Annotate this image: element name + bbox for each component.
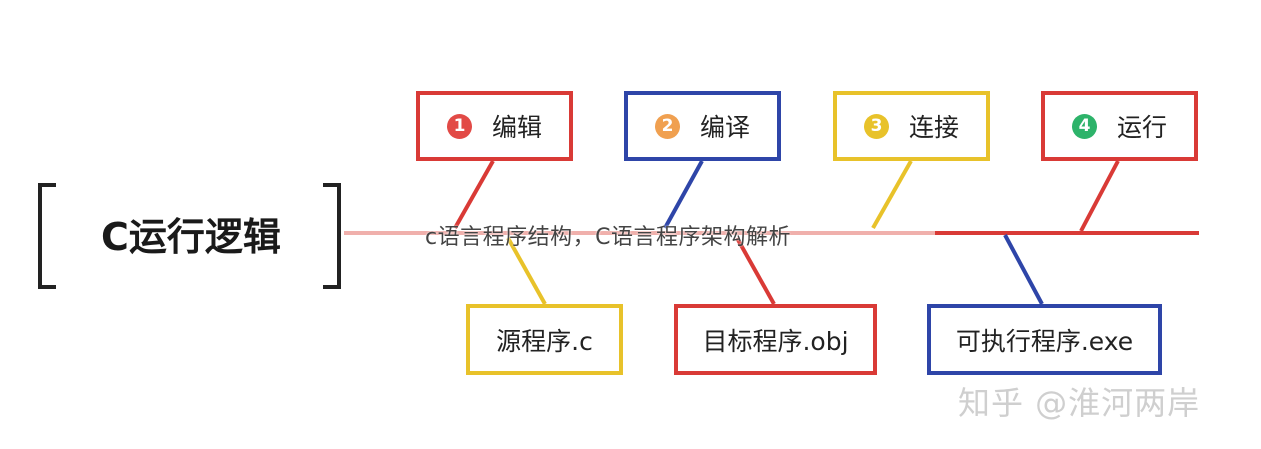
step-box-edit: 1 编辑	[416, 91, 573, 161]
step-box-link: 3 连接	[833, 91, 990, 161]
step-box-run: 4 运行	[1041, 91, 1198, 161]
watermark: 知乎 @淮河两岸	[958, 384, 1201, 422]
connector-step-2	[663, 160, 704, 229]
step-label: 编辑	[491, 113, 542, 142]
step-label: 连接	[908, 113, 959, 142]
result-label: 可执行程序.exe	[955, 326, 1134, 356]
connector-step-4	[1079, 160, 1120, 232]
connector-result-2	[735, 237, 776, 305]
connector-step-3	[871, 160, 913, 229]
step-label: 编译	[699, 113, 750, 142]
step-number-badge: 3	[863, 113, 889, 139]
step-box-compile: 2 编译	[624, 91, 781, 161]
left-bracket	[38, 183, 56, 289]
result-box-executable: 可执行程序.exe	[927, 304, 1162, 375]
diagram-title: C运行逻辑	[101, 214, 281, 259]
step-number-badge: 2	[654, 113, 680, 139]
overlay-caption: c语言程序结构，C语言程序架构解析	[425, 225, 791, 250]
result-label: 目标程序.obj	[702, 326, 849, 356]
step-number-badge: 1	[446, 113, 472, 139]
result-box-object: 目标程序.obj	[674, 304, 877, 375]
step-label: 运行	[1116, 113, 1167, 142]
result-box-source: 源程序.c	[466, 304, 623, 375]
result-label: 源程序.c	[496, 326, 593, 356]
connector-step-1	[453, 160, 495, 229]
right-bracket	[323, 183, 341, 289]
connector-result-3	[1003, 234, 1044, 305]
connector-result-1	[506, 237, 547, 305]
step-number-badge: 4	[1071, 113, 1097, 139]
